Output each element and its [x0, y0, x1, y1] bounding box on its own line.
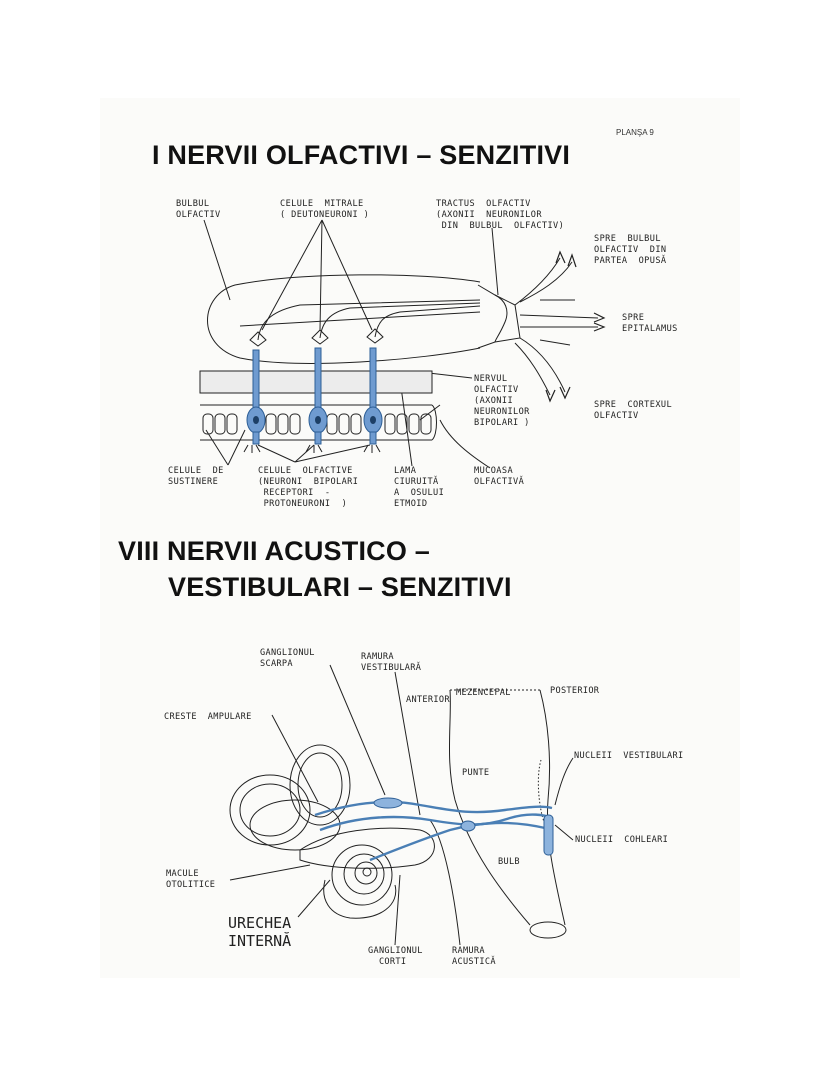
cochlea: [331, 844, 393, 906]
label-celule-mitrale: CELULE MITRALE ( DEUTONEURONI ): [280, 199, 370, 220]
label-ramura-vestibulara: RAMURA VESTIBULARĂ: [361, 652, 422, 673]
plate-sheet: [100, 98, 740, 978]
brainstem-outline: [448, 689, 531, 926]
plate-number: PLANŞA 9: [616, 128, 654, 137]
semicircular-canal-3: [249, 799, 341, 851]
acoustic-title-line2: VESTIBULARI – SENZITIVI: [168, 572, 512, 602]
label-celule-olfactive: CELULE OLFACTIVE (NEURONI BIPOLARI RECEP…: [258, 466, 359, 509]
label-bulb: BULB: [498, 857, 520, 867]
label-urechea-interna: URECHEA INTERNĂ: [228, 914, 292, 950]
label-nucleii-vestibulari: NUCLEII VESTIBULARI: [574, 751, 684, 761]
supporting-cells: [202, 413, 432, 435]
semicircular-canal-2: [289, 744, 351, 826]
label-ramura-acustica: RAMURA ACUSTICĂ: [452, 946, 496, 967]
label-posterior: POSTERIOR: [550, 686, 600, 696]
label-anterior: ANTERIOR: [406, 695, 450, 705]
mitral-cells: [249, 328, 384, 347]
scarpa-ganglion: [373, 797, 403, 809]
olfactory-tract: [477, 284, 521, 349]
label-nervul-olfactiv: NERVUL OLFACTIV (AXONII NEURONILOR BIPOL…: [474, 374, 530, 428]
label-mucoasa-olfactiva: MUCOASA OLFACTIVĂ: [474, 466, 525, 487]
label-ganglionul-scarpa: GANGLIONUL SCARPA: [260, 648, 315, 669]
cochlear-nucleus: [543, 814, 554, 856]
vestibulocochlear-nerve: [314, 800, 553, 862]
label-nucleii-cohleari: NUCLEII COHLEARI: [575, 835, 669, 845]
label-bulbul-olfactiv: BULBUL OLFACTIV: [176, 199, 221, 220]
vestibule: [299, 827, 435, 869]
label-punte: PUNTE: [462, 768, 490, 778]
semicircular-canal-1: [229, 774, 311, 846]
label-ganglionul-corti: GANGLIONUL CORTI: [368, 946, 423, 967]
label-spre-epitalamus: SPRE EPITALAMUS: [622, 313, 678, 334]
label-lama-ciuruita: LAMA CIURUITĂ A OSULUI ETMOID: [394, 466, 445, 509]
olfactory-title: I NERVII OLFACTIVI – SENZITIVI: [152, 140, 571, 170]
label-mezencefal: MEZENCEFAL: [456, 688, 511, 698]
label-celule-sustinere: CELULE DE SUSTINERE: [168, 466, 224, 487]
label-spre-bulbul: SPRE BULBUL OLFACTIV DIN PARTEA OPUSĂ: [594, 234, 667, 266]
label-macule-otolitice: MACULE OTOLITICE: [166, 869, 216, 890]
olfactory-bulb-outline: [207, 274, 481, 364]
label-creste-ampulare: CRESTE AMPULARE: [164, 712, 252, 722]
label-tractus-olfactiv: TRACTUS OLFACTIV (AXONII NEURONILOR DIN …: [436, 199, 565, 231]
acoustic-diagram: [229, 664, 574, 946]
acoustic-title-line1: VIII NERVII ACUSTICO –: [118, 536, 430, 566]
label-spre-cortexul: SPRE CORTEXUL OLFACTIV: [594, 400, 673, 421]
